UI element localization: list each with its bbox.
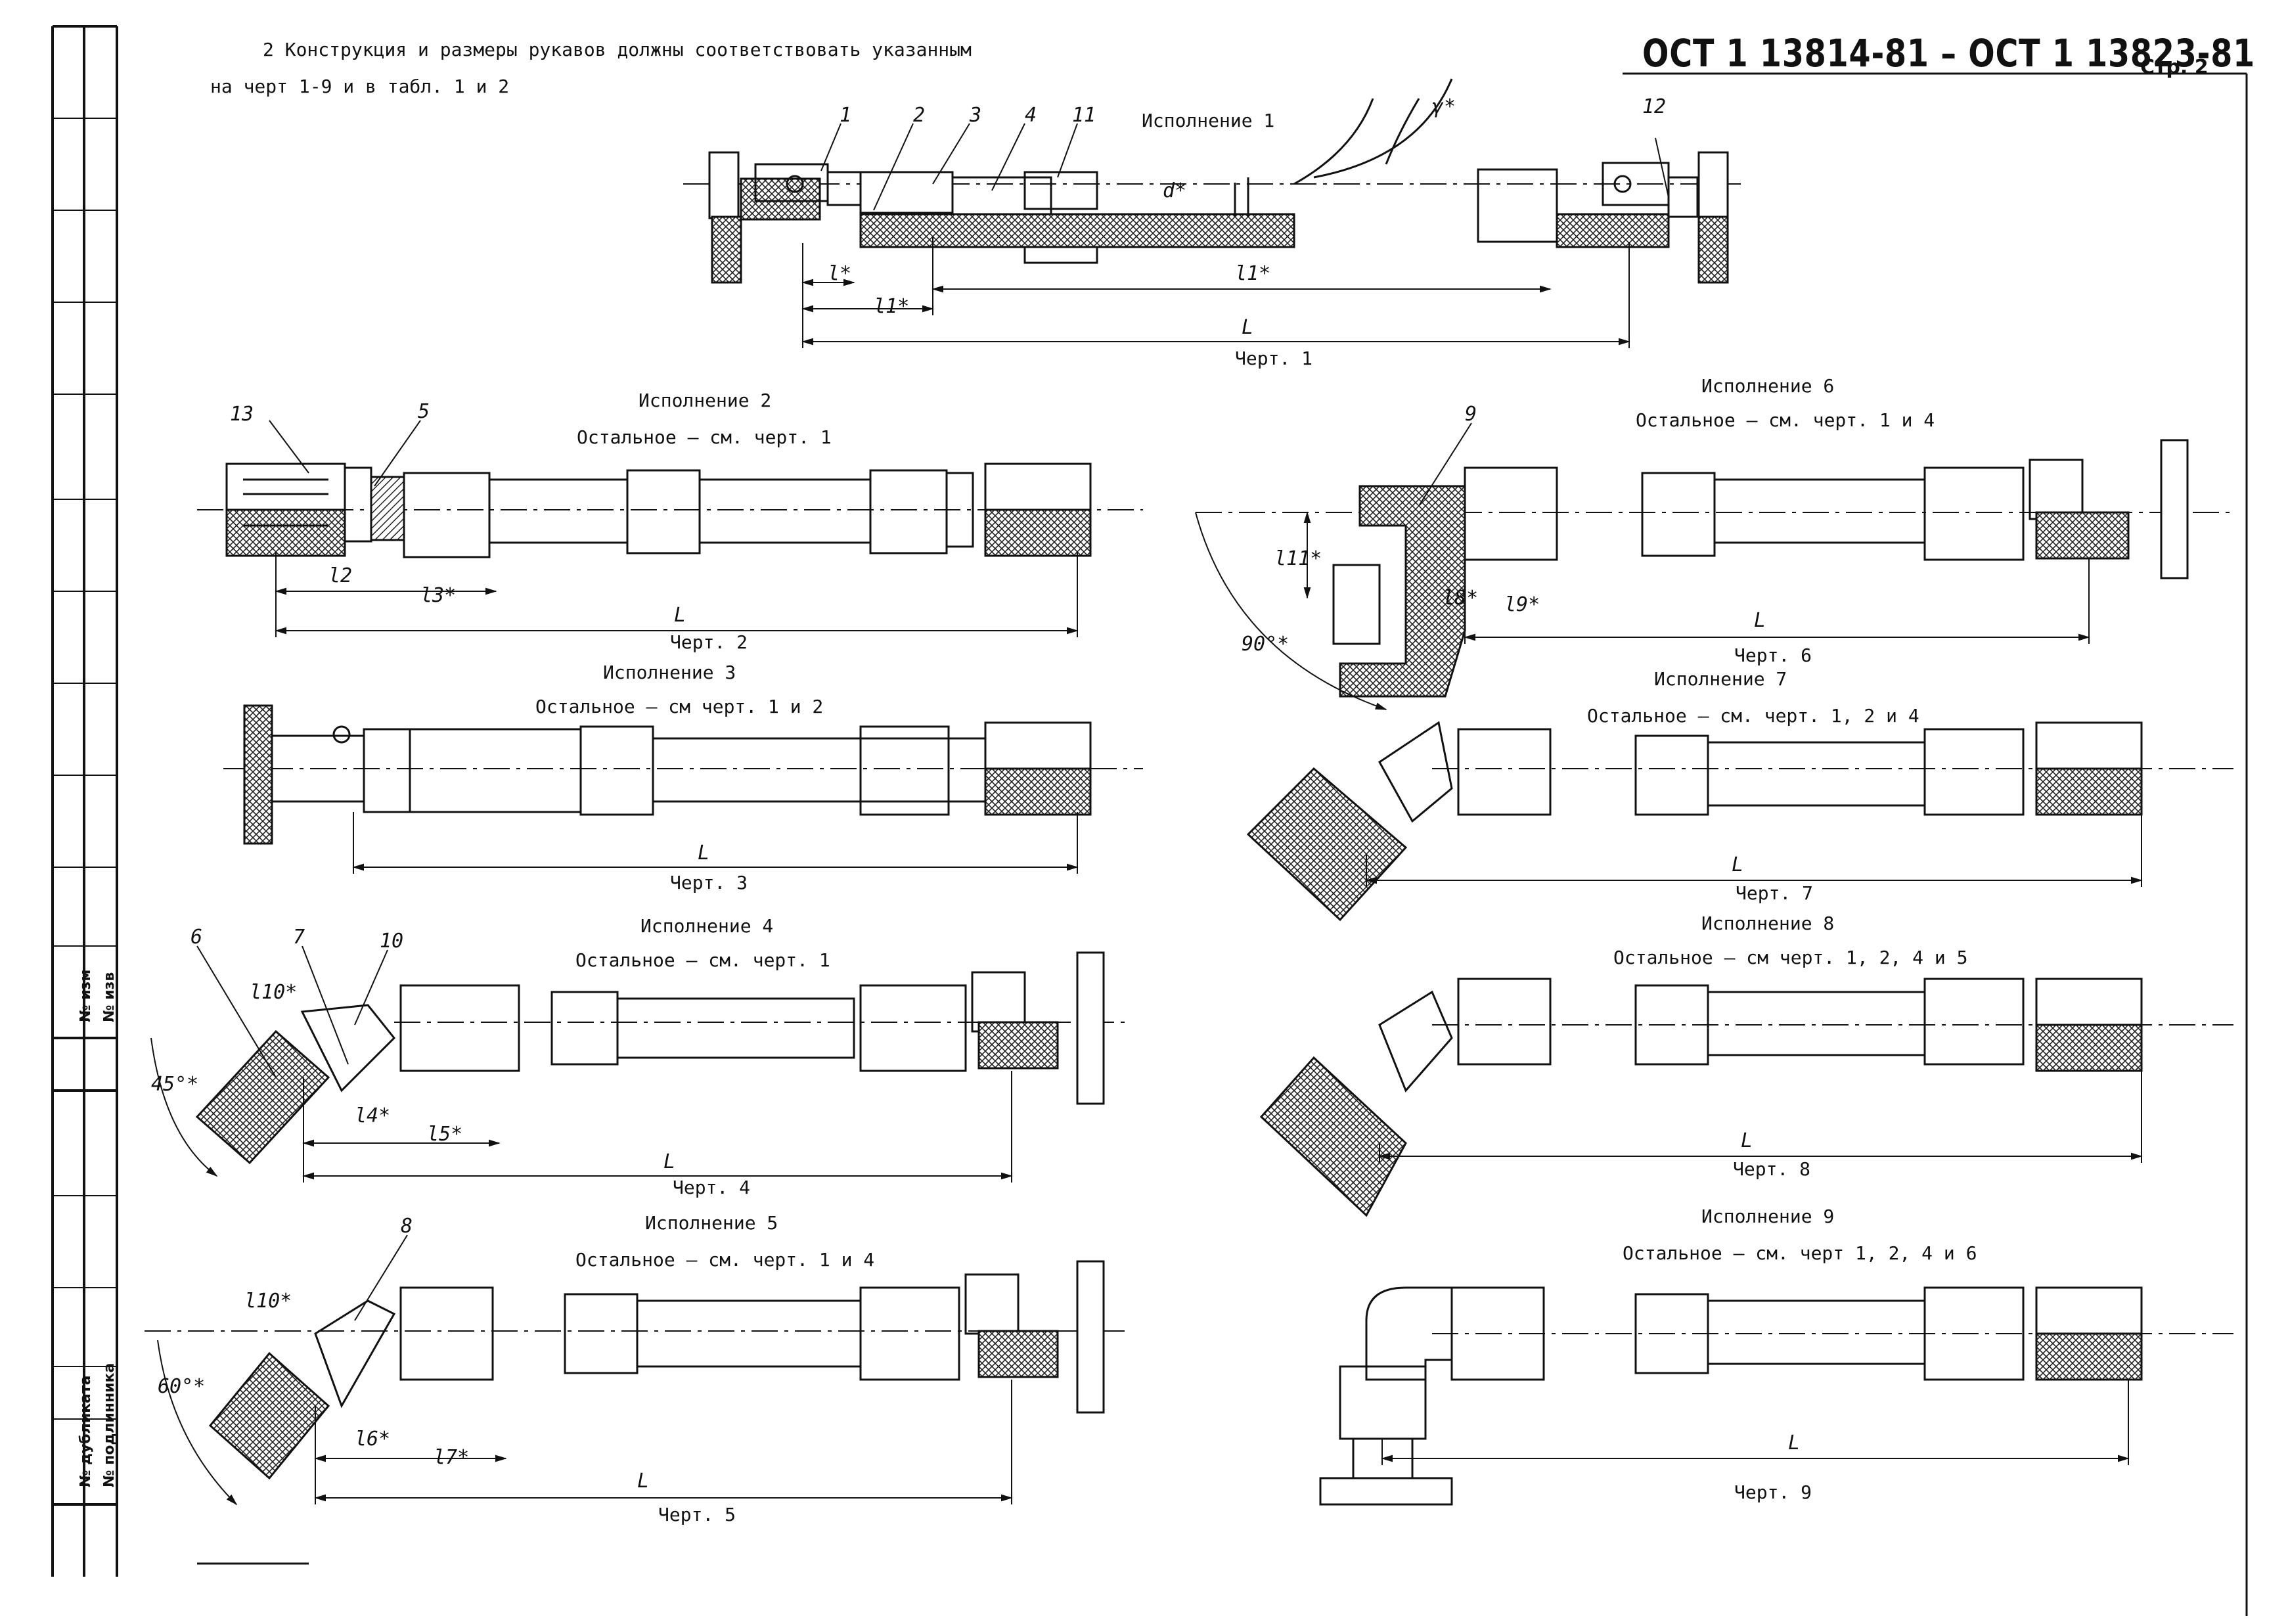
dim-l10-a: l10* xyxy=(250,981,297,1004)
dim-l10-b: l10* xyxy=(244,1290,292,1313)
dim-L-1: L xyxy=(1242,316,1253,339)
note-9: Остальное – см. черт 1, 2, 4 и 6 xyxy=(1623,1242,1977,1264)
dim-gamma: γ* xyxy=(1432,95,1456,118)
caption-9: Черт. 9 xyxy=(1734,1481,1812,1503)
execution-9: Исполнение 9 xyxy=(1701,1206,1835,1227)
dim-l1-b: l1* xyxy=(1235,262,1270,285)
dimension-labels: d* γ* L l* l1* l1* L l2 l3* L L l4* l5* … xyxy=(151,95,1800,1493)
fig7-hose xyxy=(1246,721,2233,922)
note-3: Остальное – см черт. 1 и 2 xyxy=(535,696,824,717)
dim-a60: 60°* xyxy=(158,1375,205,1398)
pos-13: 13 xyxy=(230,403,254,426)
fig3-hose xyxy=(223,704,1143,874)
pos-1: 1 xyxy=(840,104,851,127)
dim-L-2: L xyxy=(674,604,686,627)
dim-l6: l6* xyxy=(355,1428,390,1451)
dim-l5: l5* xyxy=(427,1123,462,1146)
pos-6: 6 xyxy=(191,926,202,949)
pos-2: 2 xyxy=(913,104,925,127)
pos-3: 3 xyxy=(969,104,981,127)
pos-10: 10 xyxy=(380,930,403,953)
dim-l: l* xyxy=(828,262,851,285)
caption-5: Черт. 5 xyxy=(658,1504,736,1525)
dim-l4: l4* xyxy=(355,1104,390,1127)
pos-12: 12 xyxy=(1642,95,1666,118)
dim-d: d* xyxy=(1163,179,1186,202)
execution-8: Исполнение 8 xyxy=(1701,913,1835,934)
caption-7: Черт. 7 xyxy=(1736,882,1814,904)
pos-5: 5 xyxy=(418,400,430,423)
fig5-hose xyxy=(145,1260,1130,1565)
fig1-hose xyxy=(683,78,1741,348)
caption-3: Черт. 3 xyxy=(670,872,748,893)
pos-9: 9 xyxy=(1465,403,1477,426)
execution-5: Исполнение 5 xyxy=(645,1212,778,1234)
note-5: Остальное – см. черт. 1 и 4 xyxy=(575,1249,875,1271)
dim-L-5: L xyxy=(637,1470,649,1493)
fig1-dims xyxy=(801,279,1630,346)
dim-l3: l3* xyxy=(420,584,456,607)
stamp-grid xyxy=(53,118,117,1506)
note-7: Остальное – см. черт. 1, 2 и 4 xyxy=(1587,705,1919,727)
dim-L-3: L xyxy=(698,842,709,865)
dim-L-7: L xyxy=(1732,853,1743,876)
caption-1: Черт. 1 xyxy=(1235,348,1313,369)
standard-number: ОСТ 1 13814-81 – ОСТ 1 13823-81 xyxy=(1642,31,2256,76)
execution-1: Исполнение 1 xyxy=(1142,110,1275,131)
execution-2: Исполнение 2 xyxy=(639,390,772,411)
pos-4: 4 xyxy=(1025,104,1037,127)
dim-L-9: L xyxy=(1788,1432,1800,1455)
note-6: Остальное – см. черт. 1 и 4 xyxy=(1636,409,1935,431)
execution-7: Исполнение 7 xyxy=(1654,668,1787,690)
dim-a45: 45°* xyxy=(151,1073,198,1096)
fig8-hose xyxy=(1259,978,2233,1217)
sheet-frame xyxy=(51,25,2248,1616)
fig2-hose xyxy=(197,462,1143,637)
intro-line-1: 2 Конструкция и размеры рукавов должны с… xyxy=(263,39,972,60)
note-2: Остальное – см. черт. 1 xyxy=(577,426,832,448)
fig9-hose xyxy=(1319,1286,2233,1506)
note-8: Остальное – см черт. 1, 2, 4 и 5 xyxy=(1613,947,1968,968)
fig4-hose xyxy=(150,951,1130,1183)
caption-2: Черт. 2 xyxy=(670,631,748,653)
dim-a90: 90°* xyxy=(1242,633,1289,656)
dim-l8: l8* xyxy=(1443,587,1478,610)
dim-L-4: L xyxy=(663,1150,675,1173)
dim-L-6: L xyxy=(1754,609,1766,632)
dim-l7: l7* xyxy=(434,1446,469,1469)
dim-l11: l11* xyxy=(1274,547,1322,570)
pos-7: 7 xyxy=(293,926,305,949)
pos-11: 11 xyxy=(1072,104,1096,127)
intro-line-2: на черт 1-9 и в табл. 1 и 2 xyxy=(210,76,510,97)
caption-6: Черт. 6 xyxy=(1734,644,1812,666)
position-numbers: 1 2 3 4 11 12 13 5 9 6 7 10 8 xyxy=(191,95,1666,1238)
leader-lines xyxy=(196,123,1669,1321)
dim-l9: l9* xyxy=(1504,593,1540,616)
execution-6: Исполнение 6 xyxy=(1701,375,1835,397)
execution-4: Исполнение 4 xyxy=(640,915,774,937)
caption-4: Черт. 4 xyxy=(673,1177,751,1198)
dim-l1-a: l1* xyxy=(874,295,909,318)
dim-l2: l2 xyxy=(328,564,352,587)
execution-3: Исполнение 3 xyxy=(603,662,736,683)
fig6-hose xyxy=(1195,439,2233,710)
dim-L-8: L xyxy=(1741,1129,1753,1152)
caption-8: Черт. 8 xyxy=(1733,1158,1811,1180)
note-4: Остальное – см. черт. 1 xyxy=(575,949,830,971)
pos-8: 8 xyxy=(401,1215,413,1238)
